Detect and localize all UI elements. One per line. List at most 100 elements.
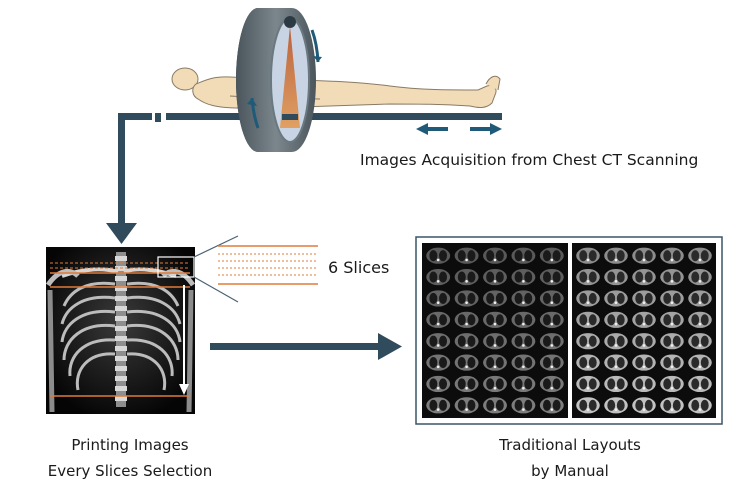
slice-callout xyxy=(193,235,318,303)
ct-slice-thumbnail xyxy=(688,311,712,328)
flow-arrow-down xyxy=(106,113,152,244)
ct-slice-thumbnail xyxy=(539,397,564,414)
ct-slice-thumbnail xyxy=(511,268,536,286)
ct-slice-thumbnail xyxy=(539,375,564,393)
ct-slice-thumbnail xyxy=(660,247,684,264)
ct-slice-thumbnail xyxy=(688,375,712,393)
ct-slice-thumbnail xyxy=(511,397,536,414)
ct-slice-thumbnail xyxy=(511,290,536,307)
ct-slice-thumbnail xyxy=(632,375,656,393)
ct-slice-thumbnail xyxy=(539,354,564,371)
table-bar xyxy=(166,113,502,120)
ct-slice-thumbnail xyxy=(688,247,712,264)
ct-slice-thumbnail xyxy=(539,333,564,350)
ct-slice-thumbnail xyxy=(454,333,479,350)
ct-slice-thumbnail xyxy=(660,375,684,393)
slice-zoom-box xyxy=(157,256,195,278)
ct-slice-thumbnail xyxy=(426,333,451,350)
traditional-caption-line1: Traditional Layouts xyxy=(499,436,641,454)
ct-slice-thumbnail xyxy=(576,311,600,328)
ct-slice-thumbnail xyxy=(604,333,628,350)
ct-slice-thumbnail xyxy=(454,247,479,264)
ct-slice-thumbnail xyxy=(660,268,684,286)
ct-scanner-icon xyxy=(236,8,322,152)
ct-slice-thumbnail xyxy=(539,290,564,307)
slice-markers xyxy=(50,262,190,397)
ct-slice-grid-image xyxy=(415,236,723,425)
ct-slice-thumbnail xyxy=(660,397,684,414)
ct-slice-thumbnail xyxy=(483,333,507,350)
ct-slice-thumbnail xyxy=(483,354,507,371)
ct-slice-thumbnail xyxy=(539,247,564,264)
ct-slice-thumbnail xyxy=(426,397,451,414)
printing-caption-line2: Every Slices Selection xyxy=(47,462,213,480)
ct-slice-thumbnail xyxy=(483,290,507,307)
ct-slice-thumbnail xyxy=(426,290,451,307)
ct-slice-thumbnail xyxy=(576,397,600,414)
ct-slice-thumbnail xyxy=(604,247,628,264)
ct-slice-thumbnail xyxy=(688,290,712,307)
ct-slice-thumbnail xyxy=(604,311,628,328)
ct-slice-thumbnail xyxy=(511,354,536,371)
chest-xray-image xyxy=(45,247,196,414)
ct-slice-thumbnail xyxy=(604,397,628,414)
ct-slice-thumbnail xyxy=(660,354,684,371)
ct-slice-thumbnail xyxy=(660,311,684,328)
ct-slice-thumbnail xyxy=(604,375,628,393)
ct-slice-thumbnail xyxy=(454,375,479,393)
ct-slice-thumbnail xyxy=(454,311,479,328)
ct-slice-thumbnail xyxy=(688,397,712,414)
ct-slice-thumbnail xyxy=(426,311,451,328)
ct-slice-thumbnail xyxy=(426,375,451,393)
ct-slice-thumbnail xyxy=(688,333,712,350)
flow-arrow-right xyxy=(210,333,402,360)
table-stub xyxy=(155,113,161,122)
ct-slice-thumbnail xyxy=(604,354,628,371)
ct-slice-thumbnail xyxy=(604,268,628,286)
ct-slice-thumbnail xyxy=(576,290,600,307)
ct-slice-thumbnail xyxy=(660,290,684,307)
scanner-table xyxy=(155,113,502,122)
ct-slice-thumbnail xyxy=(576,375,600,393)
table-movement-arrows xyxy=(416,123,502,135)
ct-slice-thumbnail xyxy=(576,247,600,264)
ct-slice-thumbnail xyxy=(576,268,600,286)
ct-slice-thumbnail xyxy=(483,397,507,414)
ct-slice-thumbnail xyxy=(604,290,628,307)
arrow-left-icon xyxy=(416,123,448,135)
ct-slice-thumbnail xyxy=(632,290,656,307)
slices-count-label: 6 Slices xyxy=(328,258,390,277)
ct-slice-thumbnail xyxy=(632,333,656,350)
ct-slice-thumbnail xyxy=(426,268,451,286)
ct-slice-thumbnail xyxy=(483,247,507,264)
ct-slice-thumbnail xyxy=(632,311,656,328)
ct-slice-thumbnail xyxy=(511,375,536,393)
ct-slice-thumbnail xyxy=(454,268,479,286)
ct-slice-thumbnail xyxy=(426,354,451,371)
ct-slice-thumbnail xyxy=(576,333,600,350)
ct-slice-thumbnail xyxy=(483,268,507,286)
ct-slice-thumbnail xyxy=(483,375,507,393)
ct-slice-thumbnail xyxy=(539,268,564,286)
ct-slice-thumbnail xyxy=(632,247,656,264)
printing-caption-line1: Printing Images xyxy=(71,436,189,454)
acquisition-caption: Images Acquisition from Chest CT Scannin… xyxy=(360,151,699,169)
ct-slice-thumbnail xyxy=(688,268,712,286)
ct-slice-thumbnail xyxy=(483,311,507,328)
ct-slice-thumbnail xyxy=(511,333,536,350)
scan-direction-arrow-icon xyxy=(179,384,189,395)
ct-slice-thumbnail xyxy=(539,311,564,328)
ct-slice-thumbnail xyxy=(688,354,712,371)
ct-slice-thumbnail xyxy=(511,311,536,328)
ct-slice-thumbnail xyxy=(632,268,656,286)
ct-slice-thumbnail xyxy=(454,354,479,371)
ct-slice-thumbnail xyxy=(660,333,684,350)
patient-body-icon xyxy=(171,67,501,109)
ct-slice-thumbnail xyxy=(426,247,451,264)
ct-slice-thumbnail xyxy=(576,354,600,371)
ct-slice-thumbnail xyxy=(511,247,536,264)
xray-beam xyxy=(280,26,300,128)
ct-slice-thumbnail xyxy=(632,397,656,414)
ct-slice-thumbnail xyxy=(454,290,479,307)
